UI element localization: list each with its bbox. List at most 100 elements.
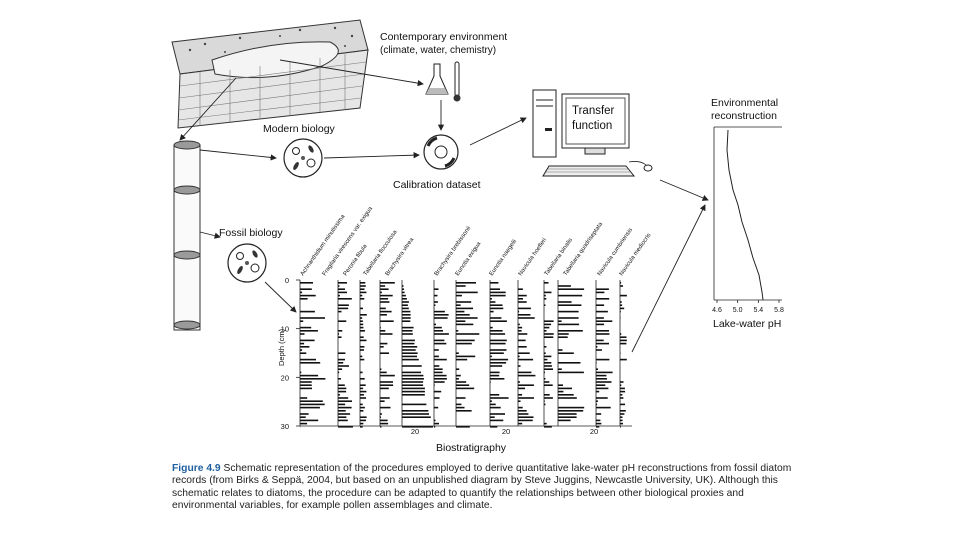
biostrat-bar	[434, 368, 443, 370]
biostrat-bar	[620, 310, 621, 313]
biostrat-bar	[338, 362, 344, 364]
biostrat-bar	[338, 310, 342, 313]
biostrat-bar	[558, 285, 571, 287]
biostrat-bar	[620, 419, 623, 422]
biostrat-bar	[338, 397, 349, 399]
biostrat-bar	[518, 346, 527, 348]
biostrat-bar	[518, 355, 520, 358]
biostrat-bar	[380, 413, 382, 415]
biostrat-bar	[544, 304, 546, 306]
biostrat-bar	[456, 387, 475, 390]
biostrat-bar	[544, 355, 552, 358]
biostrat-bar	[620, 397, 624, 399]
ph-tick-label: 5.4	[753, 307, 763, 314]
biostrat-bar	[620, 394, 623, 396]
biostrat-bar	[596, 413, 602, 415]
biostrat-bar	[338, 333, 339, 335]
biostrat-bar	[300, 403, 325, 406]
biostrat-bar	[456, 342, 472, 345]
biostrat-bar	[360, 358, 365, 361]
biostrat-bar	[620, 285, 623, 287]
depth-axis-label: Depth (cm)	[277, 328, 286, 366]
biostrat-bar	[490, 294, 506, 297]
biostrat-bar	[338, 419, 348, 422]
taxon-name: Navicula hoefleri	[518, 237, 548, 277]
biostrat-bar	[360, 406, 365, 409]
biostrat-bar	[518, 374, 536, 377]
biostrat-bar	[300, 362, 321, 364]
biostrat-bar	[558, 384, 563, 386]
biostrat-bar	[402, 387, 425, 390]
biostrat-bar	[558, 406, 585, 409]
biostrat-bar	[338, 403, 346, 406]
biostrat-bar	[620, 333, 622, 335]
biostrat-bar	[402, 320, 411, 322]
biostrat-bar	[596, 371, 613, 374]
modern-biology-dish-icon	[283, 138, 323, 178]
biostrat-bar	[544, 378, 546, 380]
biostrat-bar	[434, 349, 439, 351]
biostrat-bar	[456, 282, 476, 284]
biostrat-bar	[402, 342, 415, 345]
biostrat-bar	[456, 294, 462, 297]
biostrat-bar	[360, 355, 363, 358]
biostrat-bar	[518, 422, 523, 425]
biostrat-bar	[490, 307, 504, 310]
biostrat-bar	[434, 330, 443, 332]
biostrat-bar	[360, 317, 363, 319]
biostrat-bar	[380, 330, 386, 332]
biostrat-bar	[456, 323, 474, 326]
biostrat-bar	[360, 330, 365, 332]
biostrat-bar	[490, 378, 505, 380]
biostrat-bar	[490, 355, 492, 358]
biostrat-bar	[456, 307, 473, 310]
biostrat-bar	[402, 326, 414, 329]
biostrat-bar	[338, 390, 347, 393]
biostrat-bar	[596, 320, 613, 322]
biostrat-bar	[456, 330, 459, 332]
biostrat-bar	[490, 397, 509, 399]
biostrat-bar	[490, 365, 503, 367]
biostrat-bar	[402, 301, 409, 303]
biostrat-bar	[434, 317, 448, 319]
biostrat-bar	[518, 298, 523, 300]
biostrat-bar	[558, 371, 584, 374]
biostrat-bar	[300, 422, 308, 425]
biostrat-bar	[558, 397, 577, 399]
biostrat-bar	[456, 352, 459, 354]
biostrat-bar	[558, 387, 572, 390]
biostrat-bar	[518, 294, 527, 297]
biostrat-bar	[434, 301, 438, 303]
biostrat-bar	[300, 374, 319, 377]
biostrat-bar	[402, 426, 433, 428]
biostrat-bar	[456, 368, 460, 370]
biostrat-bar	[402, 358, 419, 361]
biostrat-bar	[620, 301, 622, 303]
biostrat-bar	[300, 294, 316, 297]
depth-tick-label: 10	[281, 325, 289, 334]
biostrat-bar	[300, 352, 307, 354]
biostrat-bar	[490, 400, 492, 402]
biostrat-bar	[434, 314, 449, 316]
biostrat-bar	[434, 381, 445, 383]
biostrat-bar	[434, 422, 439, 425]
biostrat-bar	[558, 419, 571, 422]
biostrat-bar	[518, 326, 523, 329]
biostrat-bar	[518, 371, 532, 374]
biostrat-bar	[490, 358, 509, 361]
biostrat-bar	[490, 288, 500, 290]
biostrat-bar	[380, 310, 392, 313]
biostrat-bar	[360, 378, 365, 380]
biostrat-bar	[380, 381, 393, 383]
biostrat-bar	[300, 381, 312, 383]
biostrat-bar	[596, 419, 601, 422]
scale-tick-label: 20	[590, 427, 598, 436]
biostrat-bar	[434, 358, 447, 361]
caption-text: Schematic representation of the procedur…	[172, 463, 792, 512]
taxon-name: Eunotia naegelii	[489, 239, 518, 277]
calibration-dataset-icon	[423, 134, 459, 170]
biostrat-bar	[518, 339, 526, 342]
biostrat-bar	[544, 358, 548, 361]
biostrat-bar	[620, 282, 622, 284]
biostrat-bar	[544, 384, 553, 386]
